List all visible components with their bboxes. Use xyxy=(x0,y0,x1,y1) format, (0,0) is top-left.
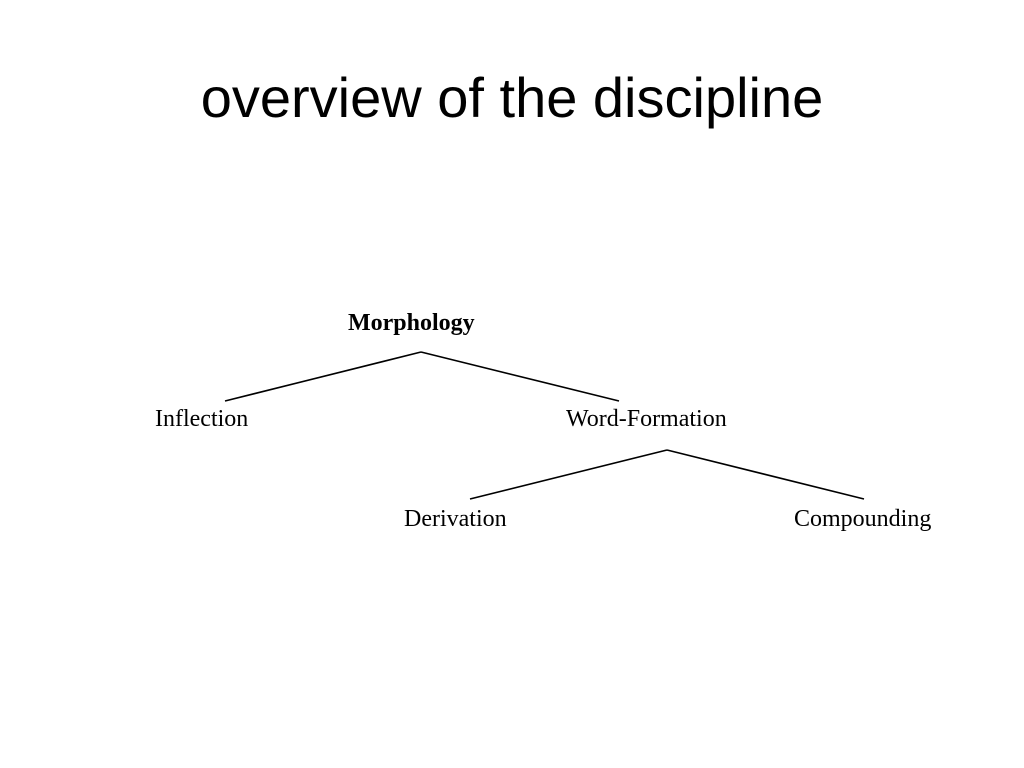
tree-node-compounding: Compounding xyxy=(794,506,932,532)
edge-wordformation-compounding xyxy=(666,449,865,500)
tree-node-inflection: Inflection xyxy=(155,406,249,432)
tree-node-word-formation: Word-Formation xyxy=(566,406,727,432)
slide-title: overview of the discipline xyxy=(200,66,824,129)
tree-node-morphology: Morphology xyxy=(348,310,475,336)
tree-node-derivation: Derivation xyxy=(404,506,507,532)
edge-morphology-inflection xyxy=(224,351,422,402)
edge-morphology-wordformation xyxy=(420,351,620,402)
edge-wordformation-derivation xyxy=(469,449,668,500)
